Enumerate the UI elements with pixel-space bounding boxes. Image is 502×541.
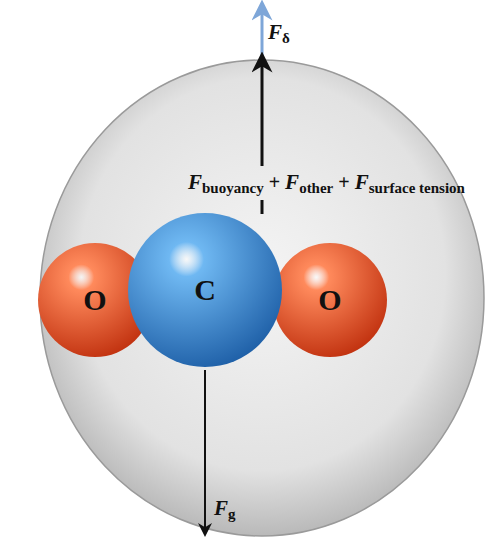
upward-force-arrow <box>261 62 264 166</box>
atom-symbol: C <box>194 273 216 307</box>
gravity-arrow <box>204 370 206 530</box>
force-subscript: surface tension <box>369 180 465 197</box>
plus-sign: + <box>269 171 280 194</box>
net-force-arrow <box>261 10 264 60</box>
force-symbol: F <box>188 170 202 195</box>
oxygen-atom: O <box>272 242 388 358</box>
force-subscript: other <box>299 180 333 197</box>
force-subscript: g <box>228 506 236 523</box>
force-symbol: F <box>214 496 228 521</box>
carbon-atom: C <box>127 212 283 368</box>
force-subscript: δ <box>282 30 290 47</box>
force-symbol: F <box>285 170 299 195</box>
force-symbol: F <box>355 170 369 195</box>
atom-symbol: O <box>318 283 341 317</box>
upward-force-stem <box>261 200 264 214</box>
force-label: Fδ <box>268 20 290 47</box>
bubble <box>40 60 484 536</box>
plus-sign: + <box>338 171 349 194</box>
force-subscript: buoyancy <box>202 180 264 197</box>
atom-symbol: O <box>83 283 106 317</box>
force-symbol: F <box>268 20 282 45</box>
force-label: Fg <box>214 496 236 523</box>
force-label: Fbuoyancy+Fother+Fsurface tension <box>188 170 465 197</box>
